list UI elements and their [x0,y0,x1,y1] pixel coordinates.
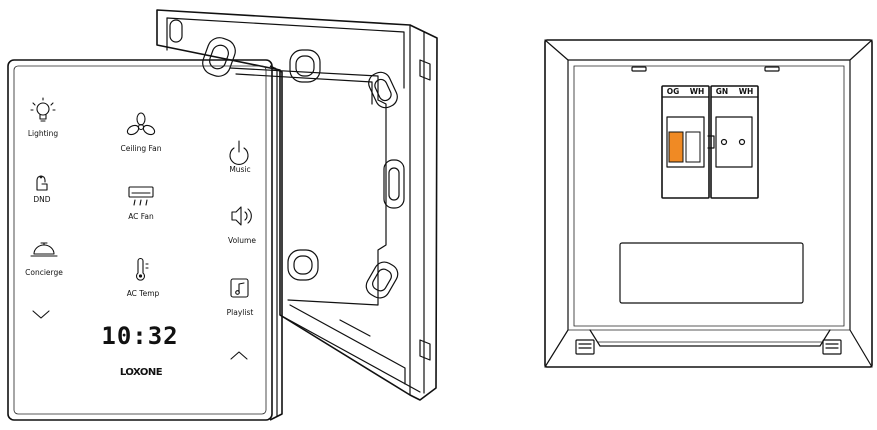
chevron-up-icon[interactable] [230,351,248,360]
volume-icon [231,206,252,226]
terminal-label-og: OG [667,87,680,96]
mounting-frame [156,9,438,401]
ac-temp-label[interactable]: AC Temp [127,289,160,298]
white-wire-terminal [685,131,701,163]
terminal-label-wh-2: WH [739,87,754,96]
terminal-label-wh-1: WH [690,87,705,96]
ceiling-fan-label[interactable]: Ceiling Fan [121,144,162,153]
lighting-icon [30,97,56,122]
playlist-icon [230,278,249,298]
power-icon [229,140,249,165]
terminal-block: OG WH GN WH [661,85,759,199]
volume-label[interactable]: Volume [228,236,256,245]
ac-fan-label[interactable]: AC Fan [128,212,154,221]
playlist-label[interactable]: Playlist [227,308,254,317]
concierge-bell-icon [30,242,58,257]
terminal-label-gn: GN [716,87,728,96]
dnd-label[interactable]: DND [33,195,50,204]
rear-view: OG WH GN WH [544,39,873,368]
ac-unit-icon [128,186,154,206]
front-panel: Lighting Ceiling Fan Music DND AC Fan [7,59,283,421]
lighting-label[interactable]: Lighting [28,129,59,138]
concierge-label[interactable]: Concierge [25,268,63,277]
orange-wire-terminal [668,131,684,163]
brand-logo: LOXONE [120,367,163,378]
music-label[interactable]: Music [229,165,250,174]
chevron-down-icon[interactable] [32,310,50,319]
clock-display: 10:32 [101,322,178,350]
ceiling-fan-icon [126,112,156,136]
thermometer-icon [135,257,149,281]
door-hanger-icon [36,175,48,191]
